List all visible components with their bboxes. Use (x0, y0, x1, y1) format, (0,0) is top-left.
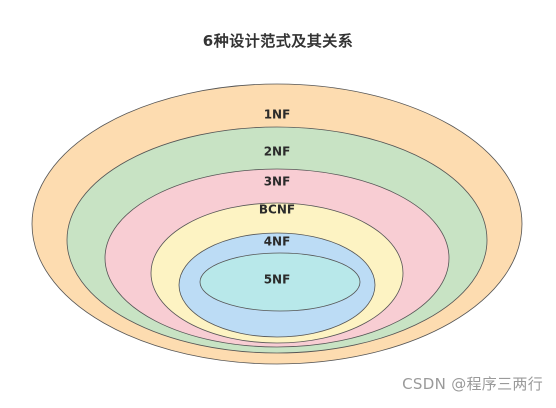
ring-label-5nf: 5NF (264, 273, 291, 287)
ring-label-4nf: 4NF (264, 235, 291, 249)
ring-label-bcnf: BCNF (259, 203, 295, 217)
diagram-title: 6种设计范式及其关系 (202, 32, 354, 50)
ring-label-1nf: 1NF (264, 108, 291, 122)
ring-5nf (199, 252, 361, 312)
ring-label-2nf: 2NF (264, 145, 291, 159)
ring-label-3nf: 3NF (264, 175, 291, 189)
watermark: CSDN @程序三两行 (402, 375, 543, 393)
